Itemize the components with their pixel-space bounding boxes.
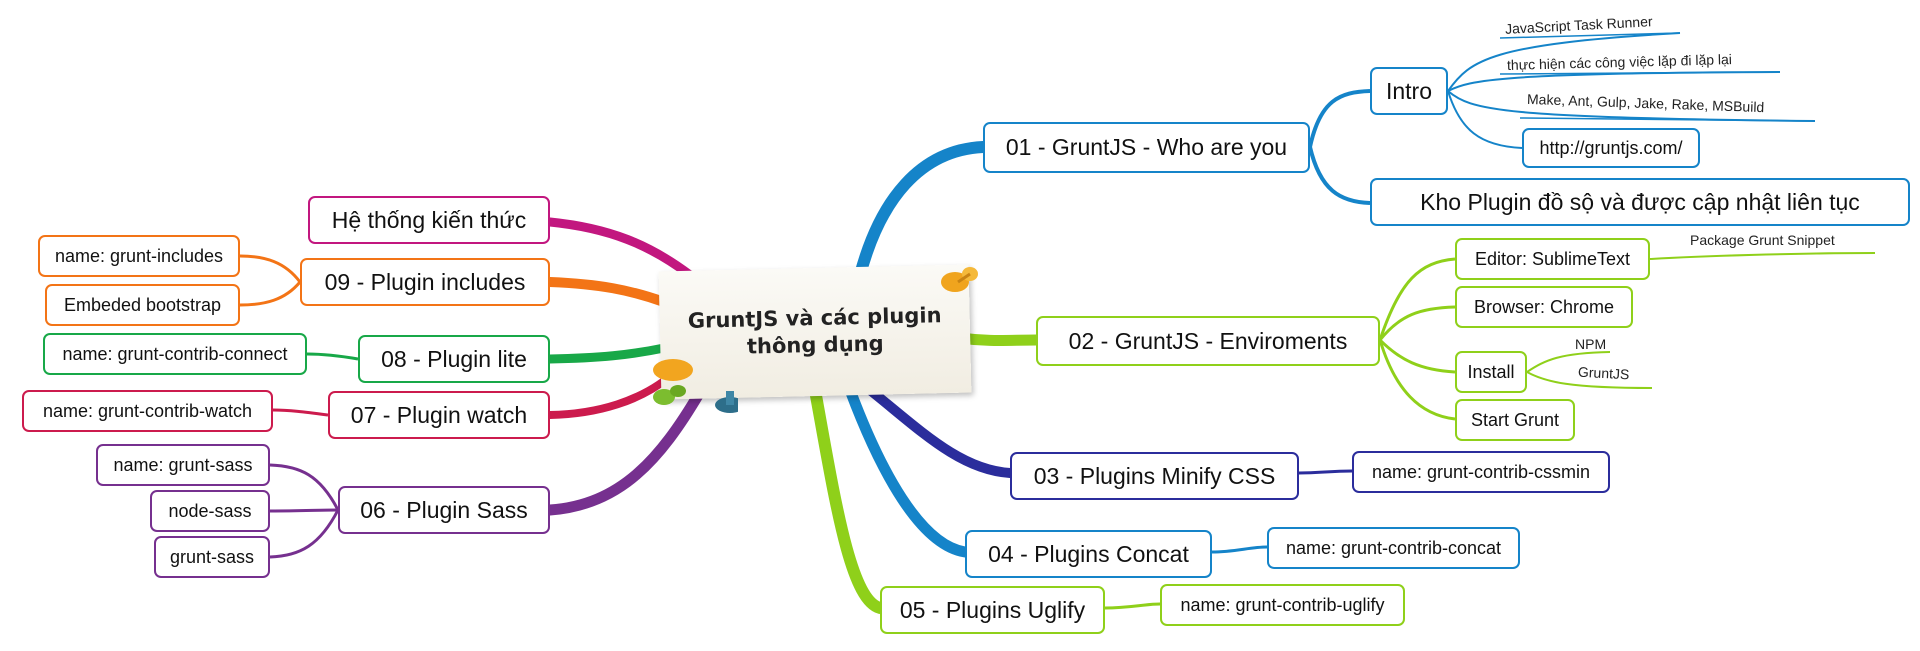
sub-link-intro (1308, 89, 1371, 148)
child-link-03 (1298, 469, 1353, 475)
leaf-link-1 (1447, 32, 1681, 92)
child-link-04 (1211, 545, 1268, 554)
gruntjs-link[interactable]: http://gruntjs.com/ (1539, 138, 1683, 158)
embeded-bootstrap-label: Embeded bootstrap (63, 295, 222, 315)
branch-link-04 (844, 384, 971, 558)
branch-04-label: 04 - Plugins Concat (988, 540, 1189, 567)
branch-05[interactable]: 05 - Plugins Uglify (880, 586, 1105, 634)
branch-he-thong-label: Hệ thống kiến thức (331, 206, 527, 233)
concat-label: name: grunt-contrib-concat (1285, 538, 1502, 558)
child-link-08 (306, 352, 359, 361)
branch-link-03 (865, 385, 1015, 478)
branch-link-02 (954, 332, 1042, 346)
branch-link-01 (854, 141, 989, 281)
grunt-sass-name-node[interactable]: name: grunt-sass (96, 444, 270, 486)
leaf-underline-2 (1499, 71, 1781, 75)
branch-02[interactable]: 02 - GruntJS - Enviroments (1036, 316, 1380, 366)
sub-link-editor (1378, 257, 1456, 341)
branch-06-label: 06 - Plugin Sass (360, 496, 528, 523)
sub-link-install (1378, 338, 1456, 374)
start-grunt-node[interactable]: Start Grunt (1455, 399, 1575, 441)
watch-label: name: grunt-contrib-watch (42, 401, 253, 421)
gruntjs-link-node[interactable]: http://gruntjs.com/ (1522, 128, 1700, 168)
grunt-sass-node[interactable]: grunt-sass (154, 536, 270, 578)
leaf-link-npm (1526, 351, 1611, 373)
branch-01-label: 01 - GruntJS - Who are you (1005, 134, 1288, 160)
intro-label: Intro (1385, 77, 1433, 104)
leaf-link-2 (1447, 71, 1781, 92)
leaf-link-4 (1447, 90, 1523, 149)
branch-07-label: 07 - Plugin watch (350, 401, 528, 428)
child-link-06a (269, 463, 340, 511)
grunt-sass-label: grunt-sass (169, 547, 255, 567)
child-link-07 (272, 408, 329, 417)
embeded-bootstrap-node[interactable]: Embeded bootstrap (45, 284, 240, 326)
snippet-leaf: Package Grunt Snippet (1690, 232, 1835, 248)
pushpin-icon (653, 359, 738, 413)
kho-plugin-label: Kho Plugin đồ sộ và được cập nhật liên t… (1420, 188, 1860, 215)
grunt-sass-name-label: name: grunt-sass (113, 455, 253, 475)
node-sass-node[interactable]: node-sass (150, 490, 270, 532)
install-leaf-npm: NPM (1575, 336, 1607, 352)
browser-label: Browser: Chrome (1473, 297, 1615, 317)
sub-link-start (1378, 339, 1456, 421)
child-link-09b (239, 281, 302, 307)
branch-link-05 (809, 384, 886, 614)
child-link-06b (269, 508, 339, 513)
node-sass-label: node-sass (168, 501, 252, 521)
grunt-includes-label: name: grunt-includes (54, 246, 224, 266)
concat-node[interactable]: name: grunt-contrib-concat (1267, 527, 1520, 569)
uglify-node[interactable]: name: grunt-contrib-uglify (1160, 584, 1405, 626)
leaf-link-gruntjs (1526, 371, 1653, 389)
branch-05-label: 05 - Plugins Uglify (899, 596, 1086, 623)
pin-icon (941, 267, 978, 292)
branch-09-label: 09 - Plugin includes (324, 268, 526, 295)
branch-03[interactable]: 03 - Plugins Minify CSS (1010, 452, 1299, 500)
branch-01[interactable]: 01 - GruntJS - Who are you (983, 122, 1310, 173)
branch-link-10 (545, 217, 695, 280)
leaf-underline-3 (1519, 117, 1816, 122)
sub-link-kho (1308, 146, 1371, 205)
child-link-05 (1104, 602, 1161, 610)
branch-08[interactable]: 08 - Plugin lite (358, 335, 550, 383)
intro-node[interactable]: Intro (1370, 67, 1448, 115)
watch-node[interactable]: name: grunt-contrib-watch (22, 390, 273, 432)
browser-node[interactable]: Browser: Chrome (1455, 286, 1633, 328)
install-node[interactable]: Install (1455, 351, 1527, 393)
editor-label: Editor: SublimeText (1474, 249, 1631, 269)
install-label: Install (1467, 362, 1515, 382)
child-link-06c (269, 509, 340, 559)
connect-label: name: grunt-contrib-connect (62, 344, 288, 364)
branch-link-07 (546, 374, 672, 419)
branch-link-08 (545, 343, 669, 364)
branch-he-thong[interactable]: Hệ thống kiến thức (308, 196, 550, 244)
branch-link-09 (545, 277, 669, 307)
cssmin-label: name: grunt-contrib-cssmin (1371, 462, 1591, 482)
sub-link-browser (1378, 305, 1456, 341)
branch-08-label: 08 - Plugin lite (381, 345, 527, 372)
branch-09[interactable]: 09 - Plugin includes (300, 258, 550, 306)
start-grunt-label: Start Grunt (1470, 410, 1560, 430)
grunt-includes-node[interactable]: name: grunt-includes (38, 235, 240, 277)
branch-03-label: 03 - Plugins Minify CSS (1033, 462, 1276, 489)
branch-07[interactable]: 07 - Plugin watch (328, 391, 550, 439)
branch-06[interactable]: 06 - Plugin Sass (338, 486, 550, 534)
central-topic-label: GruntJS và các plugin thông dụng (687, 302, 942, 359)
branch-04[interactable]: 04 - Plugins Concat (965, 530, 1212, 578)
install-leaf-gruntjs: GruntJS (1577, 363, 1630, 383)
kho-plugin-node[interactable]: Kho Plugin đồ sộ và được cập nhật liên t… (1370, 178, 1910, 226)
child-link-09a (239, 254, 302, 283)
leaf-underline-1 (1499, 32, 1681, 39)
editor-node[interactable]: Editor: SublimeText (1455, 238, 1650, 280)
branch-link-06 (544, 386, 706, 516)
uglify-label: name: grunt-contrib-uglify (1180, 595, 1385, 615)
connect-node[interactable]: name: grunt-contrib-connect (43, 333, 307, 375)
leaf-link-snippet (1649, 252, 1876, 260)
cssmin-node[interactable]: name: grunt-contrib-cssmin (1352, 451, 1610, 493)
branch-02-label: 02 - GruntJS - Enviroments (1068, 327, 1348, 354)
